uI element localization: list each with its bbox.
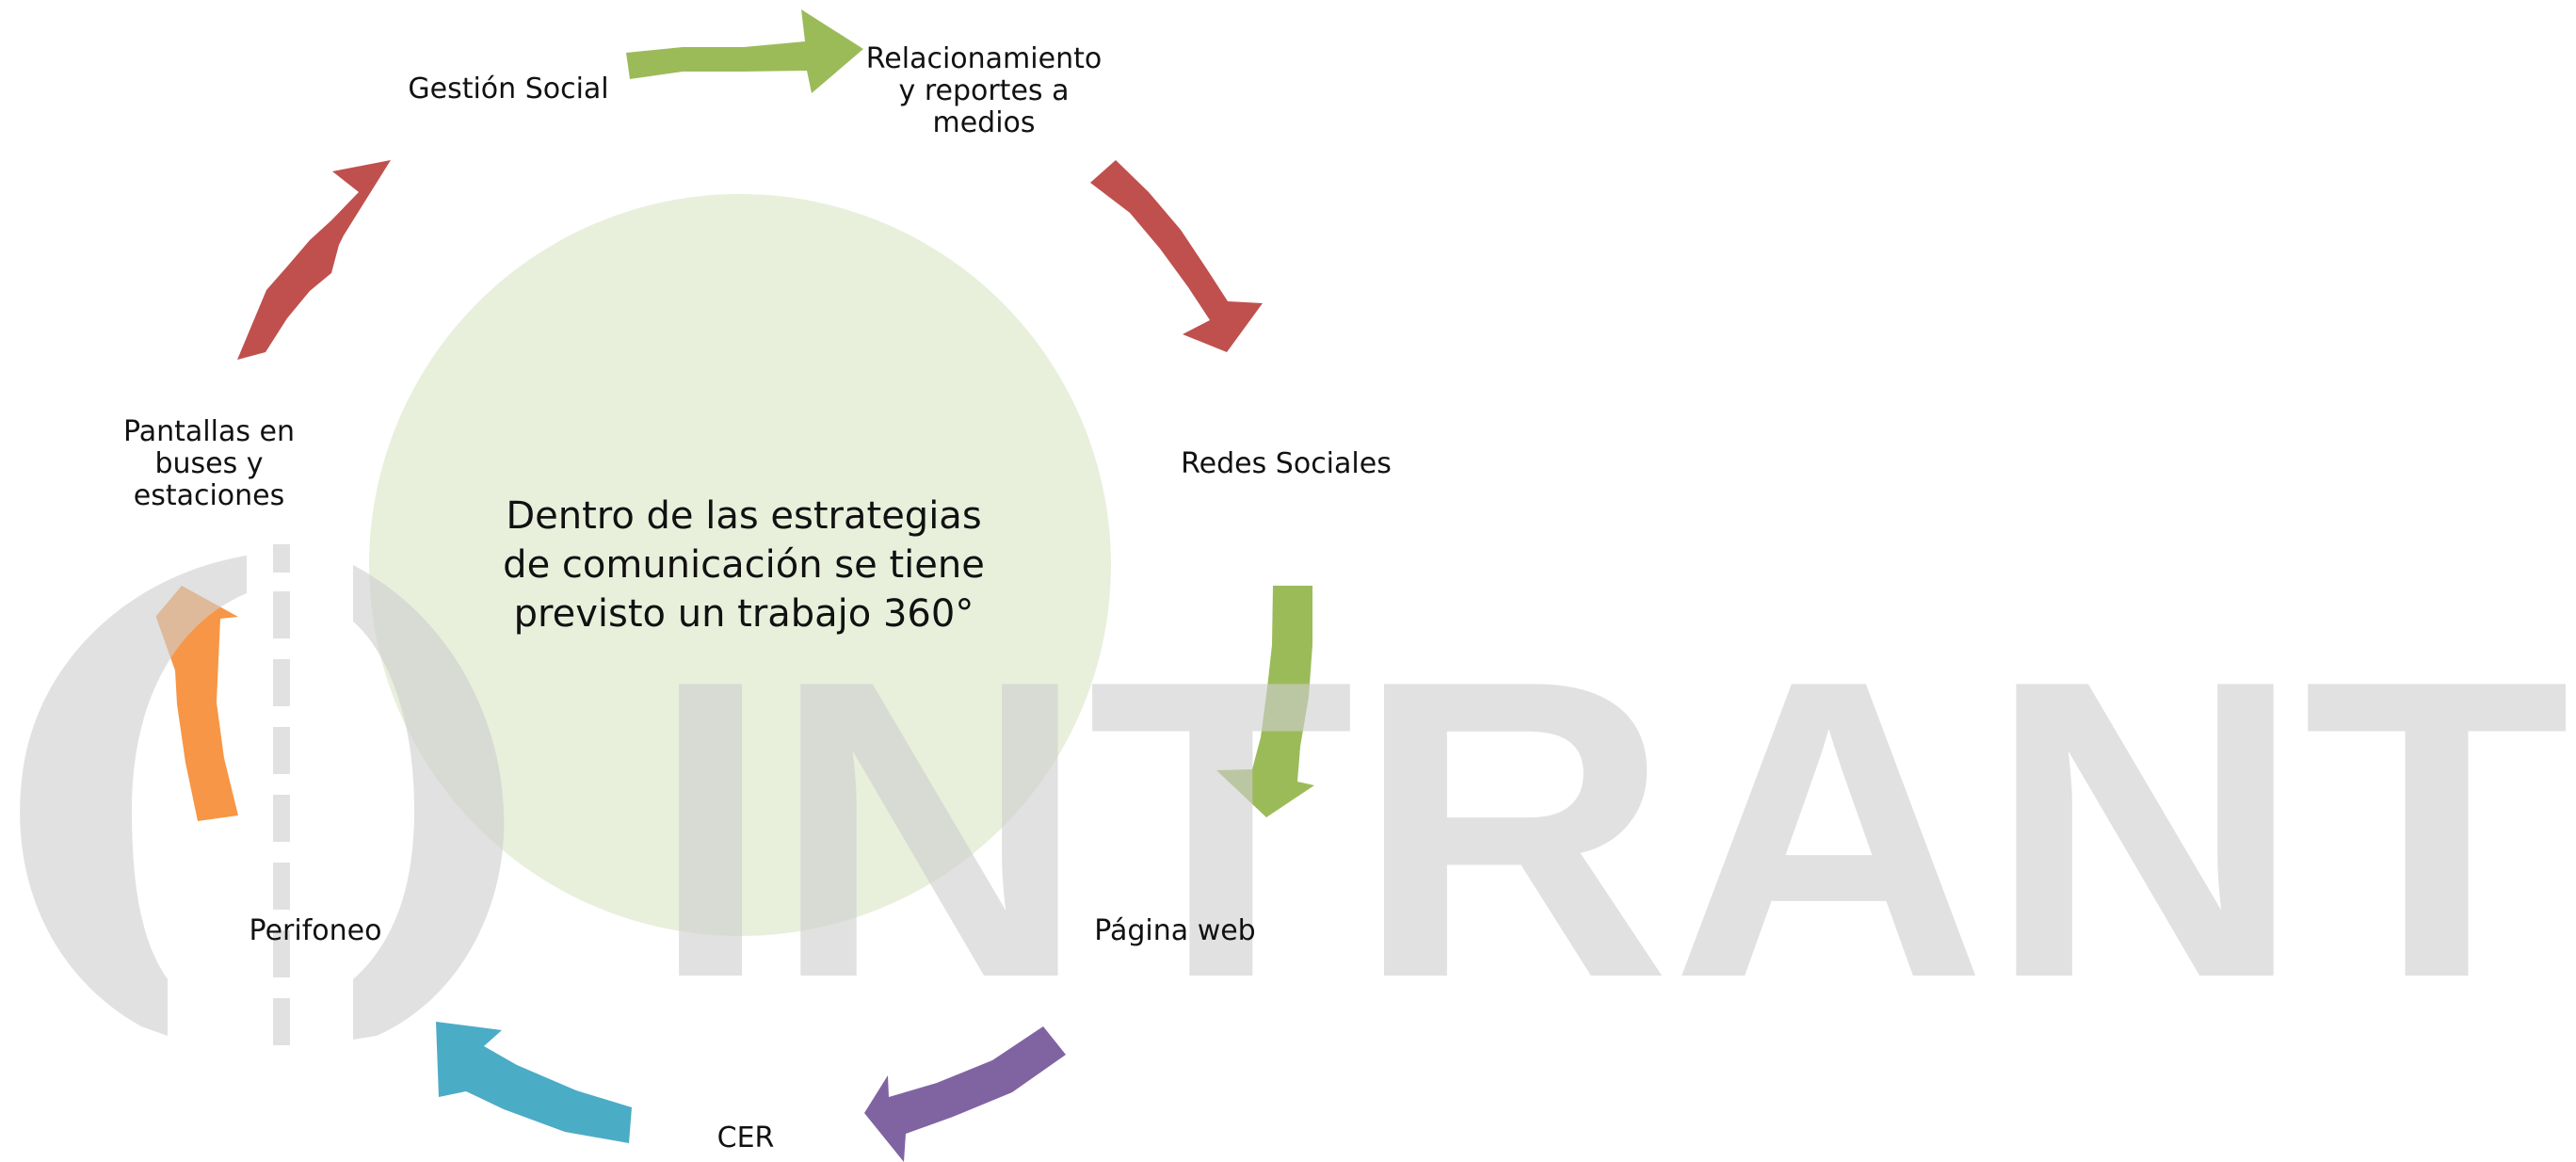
arrow-pantallas-to-gestion [237,160,391,360]
watermark-road-dash [273,727,290,774]
watermark-road-dash [273,863,290,910]
center-circle [369,194,1111,936]
arrow-redes-to-pagina [1216,586,1314,817]
watermark-road-dash [273,544,290,573]
arrow-cer-to-perifoneo [436,1022,632,1143]
watermark-road-dash [273,795,290,842]
watermark-road-dash [273,591,290,638]
watermark-road-dash [273,998,290,1045]
watermark-wordmark: INTRANT [650,593,2570,1066]
watermark-road-dash [273,930,290,977]
arrow-pagina-to-cer [864,1026,1066,1162]
node-label-pagina-web: Página web [1094,914,1256,947]
watermark-emblem-right [353,565,505,1040]
watermark-emblem-left [20,556,248,1036]
node-label-redes-sociales: Redes Sociales [1181,447,1392,480]
node-label-pantallas: Pantallas en buses y estaciones [123,415,295,512]
node-label-gestion-social: Gestión Social [408,73,609,105]
node-label-perifoneo: Perifoneo [249,914,382,947]
watermark-road-dash [273,659,290,706]
node-label-relacionamiento: Relacionamiento y reportes a medios [865,42,1103,139]
arrow-relacionamiento-to-redes [1090,160,1263,352]
node-label-cer: CER [716,1122,775,1154]
center-statement: Dentro de las estrategias de comunicació… [503,494,985,636]
intrant-watermark-logo: INTRANT [20,544,2570,1066]
arrow-gestion-to-relacionamiento [626,9,863,93]
